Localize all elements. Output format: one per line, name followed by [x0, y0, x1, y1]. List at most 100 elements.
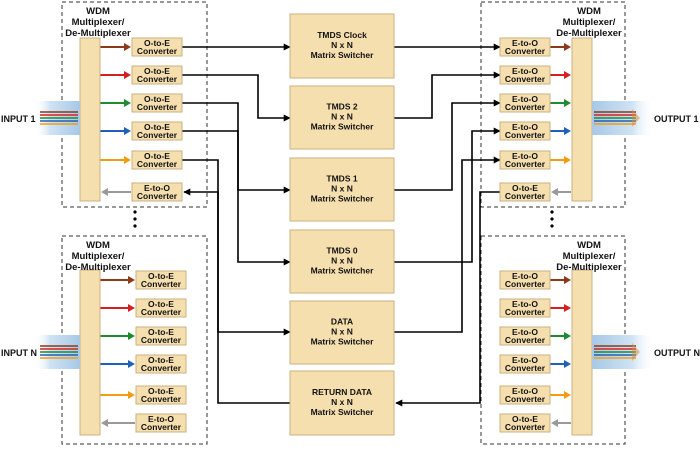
- converter-type-label: E-to-O: [512, 151, 538, 161]
- converter-label: Converter: [505, 363, 546, 373]
- converter-label: Converter: [137, 159, 178, 169]
- wire-in-data: [182, 159, 291, 336]
- fiber-bundle: [592, 335, 654, 369]
- color-arrow-2: [550, 304, 571, 312]
- converter-label: Converter: [137, 46, 178, 56]
- switcher-signal-label: TMDS 2: [326, 102, 357, 112]
- converter-type-label: O-to-E: [144, 66, 170, 76]
- wdm-multiplexer-box: [571, 269, 593, 436]
- wdm-title: WDM: [577, 240, 601, 251]
- switcher-size-label: N x N: [331, 397, 353, 407]
- converter-eo-4: [499, 121, 551, 141]
- converter-oe-4: [135, 354, 187, 374]
- converter-type-label: E-to-O: [512, 327, 538, 337]
- switcher-signal-label: TMDS 0: [326, 246, 357, 256]
- converter-label: Converter: [505, 159, 546, 169]
- converter-type-label: O-to-E: [148, 271, 174, 281]
- color-arrow-5: [550, 156, 571, 164]
- vertical-ellipsis-icon: [550, 210, 554, 228]
- converter-type-label: E-to-O: [512, 299, 538, 309]
- color-arrow-4: [550, 360, 571, 368]
- converter-type-label: E-to-O: [512, 271, 538, 281]
- components: [34, 13, 654, 436]
- matrix-switcher-2: [289, 85, 395, 150]
- converter-label: Converter: [505, 74, 546, 84]
- converter-label: Converter: [137, 191, 178, 201]
- input-n-label: INPUT N: [1, 348, 37, 358]
- return-color-arrow: [101, 188, 131, 196]
- converter-eo-2: [499, 65, 551, 85]
- converter-type-label: O-to-E: [148, 386, 174, 396]
- converter-type-label: O-to-E: [148, 355, 174, 365]
- color-arrow-3: [550, 332, 571, 340]
- return-color-arrow: [551, 188, 571, 196]
- converter-eo-3: [499, 326, 551, 346]
- color-arrow-1: [550, 276, 571, 284]
- color-arrow-4: [550, 127, 571, 135]
- wiring: [100, 43, 571, 427]
- wdm-title: WDM: [86, 6, 110, 17]
- wdm-subtitle: De-Multiplexer: [65, 28, 131, 39]
- labels: WDMMultiplexer/De-MultiplexerO-to-EConve…: [1, 6, 700, 432]
- converter-eo-6: [135, 413, 187, 433]
- fiber-bundle: [34, 101, 80, 135]
- color-arrow-5: [550, 391, 571, 399]
- switcher-type-label: Matrix Switcher: [311, 194, 375, 204]
- switcher-signal-label: TMDS 1: [326, 174, 357, 184]
- converter-eo-5: [499, 150, 551, 170]
- wire-return-data-in: [395, 191, 500, 407]
- switcher-size-label: N x N: [331, 184, 353, 194]
- color-arrow-2: [100, 71, 131, 79]
- color-arrow-2: [550, 71, 571, 79]
- converter-eo-1: [499, 37, 551, 57]
- converter-label: Converter: [141, 335, 182, 345]
- converter-type-label: E-to-O: [148, 414, 174, 424]
- converter-eo-5: [499, 385, 551, 405]
- converter-label: Converter: [505, 46, 546, 56]
- fiber-bundle: [34, 335, 80, 369]
- converter-type-label: O-to-E: [144, 38, 170, 48]
- matrix-switcher-1: [289, 13, 395, 79]
- wire-in-tmds-0: [182, 130, 291, 266]
- converter-type-label: E-to-O: [512, 94, 538, 104]
- switcher-signal-label: TMDS Clock: [317, 30, 367, 40]
- converter-label: Converter: [505, 130, 546, 140]
- converter-oe-5: [135, 385, 187, 405]
- converter-oe-1: [135, 270, 187, 290]
- converter-label: Converter: [505, 279, 546, 289]
- switcher-type-label: Matrix Switcher: [311, 122, 375, 132]
- converter-type-label: O-to-E: [144, 94, 170, 104]
- converter-type-label: O-to-E: [144, 151, 170, 161]
- switcher-size-label: N x N: [331, 112, 353, 122]
- wdm-title: WDM: [577, 6, 601, 17]
- converter-label: Converter: [137, 74, 178, 84]
- converter-label: Converter: [505, 191, 546, 201]
- wire-in-tmds-1: [182, 102, 291, 194]
- converter-label: Converter: [141, 394, 182, 404]
- converter-label: Converter: [137, 102, 178, 112]
- fiber-bundle: [592, 101, 654, 135]
- converter-label: Converter: [141, 363, 182, 373]
- input-1-label: INPUT 1: [1, 114, 36, 124]
- converter-eo-6: [131, 182, 183, 202]
- output-n-label: OUTPUT N: [654, 348, 700, 358]
- converter-type-label: O-to-E: [144, 122, 170, 132]
- converter-eo-1: [499, 270, 551, 290]
- wire-in-tmds-2: [182, 74, 291, 122]
- converter-type-label: E-to-O: [512, 355, 538, 365]
- converter-label: Converter: [505, 335, 546, 345]
- converter-label: Converter: [505, 422, 546, 432]
- converter-oe-6: [499, 413, 551, 433]
- color-arrow-2: [100, 304, 135, 312]
- wire-out-tmds-1: [394, 99, 501, 191]
- wdm-title: WDM: [86, 240, 110, 251]
- color-arrow-1: [550, 43, 571, 51]
- wdm-subtitle: Multiplexer/: [72, 17, 125, 28]
- color-arrow-4: [100, 127, 131, 135]
- wdm-multiplexer-box: [79, 269, 101, 436]
- converter-type-label: O-to-E: [148, 299, 174, 309]
- color-arrow-1: [100, 43, 131, 51]
- wdm-multiplexer-box: [571, 37, 593, 202]
- converter-type-label: E-to-O: [512, 122, 538, 132]
